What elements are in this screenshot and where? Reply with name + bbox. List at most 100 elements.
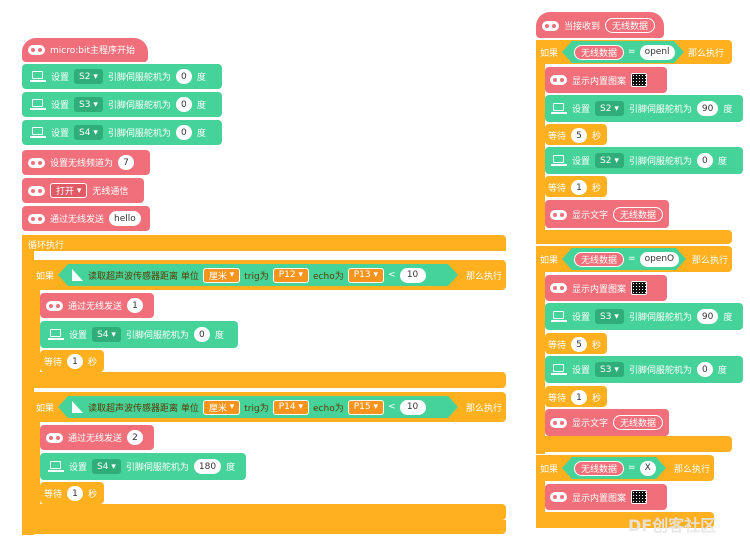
radio-data-variable[interactable]: 无线数据	[574, 461, 624, 476]
echo-dropdown[interactable]: P15 ▾	[348, 400, 384, 415]
wait-input[interactable]: 1	[67, 354, 84, 369]
servo-label: 引脚伺服舵机为	[107, 101, 171, 111]
angle-input[interactable]: 0	[175, 125, 192, 140]
equals-condition[interactable]: 无线数据 = openO	[562, 248, 686, 270]
angle-input[interactable]: 90	[696, 309, 719, 324]
compare-value-input[interactable]: openO	[640, 252, 680, 267]
receive-hat-label: 当接收到	[564, 22, 601, 32]
wait-label: 等待	[548, 394, 567, 404]
radio-send-input[interactable]: 2	[127, 430, 144, 445]
radio-group-input[interactable]: 7	[118, 155, 135, 170]
compare-value-input[interactable]: X	[640, 461, 656, 476]
pin-dropdown[interactable]: S2 ▾	[595, 101, 624, 116]
wait-input[interactable]: 5	[571, 128, 588, 143]
threshold-input[interactable]: 10	[400, 268, 426, 283]
wait-unit: 秒	[592, 341, 602, 351]
led-matrix-icon[interactable]	[631, 73, 648, 87]
set-label: 设置	[572, 313, 591, 323]
unit-label: 度	[717, 366, 727, 376]
unit-label: 度	[196, 129, 206, 139]
pin-dropdown[interactable]: S3 ▾	[595, 309, 624, 324]
equals-label: =	[628, 47, 636, 57]
angle-input[interactable]: 0	[696, 362, 713, 377]
servo-label: 引脚伺服舵机为	[125, 331, 189, 341]
set-label: 设置	[69, 463, 88, 473]
distance-condition[interactable]: 读取超声波传感器距离 单位 厘米 ▾ trig为 P12 ▾ echo为 P13…	[58, 264, 458, 286]
pin-dropdown[interactable]: S2 ▾	[595, 153, 624, 168]
angle-input[interactable]: 0	[175, 97, 192, 112]
pin-dropdown[interactable]: S4 ▾	[74, 125, 103, 140]
led-matrix-icon[interactable]	[631, 490, 648, 504]
angle-input[interactable]: 180	[193, 459, 222, 474]
servo-label: 引脚伺服舵机为	[628, 313, 692, 323]
start-hat-label: micro:bit主程序开始	[50, 46, 135, 56]
wait-unit: 秒	[592, 132, 602, 142]
led-matrix-icon[interactable]	[631, 281, 648, 295]
pin-dropdown[interactable]: S3 ▾	[74, 97, 103, 112]
radio-toggle-dropdown[interactable]: 打开 ▾	[50, 183, 88, 198]
threshold-input[interactable]: 10	[400, 400, 426, 415]
trig-dropdown[interactable]: P14 ▾	[273, 400, 309, 415]
wait-input[interactable]: 1	[67, 486, 84, 501]
servo-label: 引脚伺服舵机为	[107, 73, 171, 83]
servo-icon	[30, 98, 46, 111]
angle-input[interactable]: 0	[696, 153, 713, 168]
microbit-icon	[542, 20, 559, 31]
set-label: 设置	[572, 157, 591, 167]
pin-dropdown[interactable]: S4 ▾	[92, 459, 121, 474]
unit-label: 度	[723, 105, 733, 115]
angle-input[interactable]: 0	[175, 69, 192, 84]
echo-label: echo为	[313, 403, 344, 414]
if-arm	[30, 260, 40, 388]
unit-label: 度	[723, 313, 733, 323]
pin-dropdown[interactable]: S3 ▾	[595, 362, 624, 377]
radio-data-variable[interactable]: 无线数据	[605, 18, 656, 33]
angle-input[interactable]: 0	[193, 327, 210, 342]
radio-send-label: 通过无线发送	[68, 302, 123, 312]
if-label: 如果	[36, 272, 55, 282]
radio-data-variable[interactable]: 无线数据	[574, 252, 624, 267]
unit-label: 度	[196, 101, 206, 111]
microbit-icon	[550, 209, 567, 220]
sensor-label: 读取超声波传感器距离 单位	[88, 403, 199, 414]
radio-group-label: 设置无线频道为	[50, 159, 114, 169]
unit-dropdown[interactable]: 厘米 ▾	[203, 400, 240, 415]
show-icon-label: 显示内置图案	[572, 284, 627, 295]
radio-data-variable[interactable]: 无线数据	[613, 415, 664, 430]
forever-loop-block[interactable]	[22, 235, 506, 251]
equals-condition[interactable]: 无线数据 = X	[562, 457, 666, 479]
compare-value-input[interactable]: openl	[640, 45, 675, 60]
set-label: 设置	[572, 105, 591, 115]
watermark: DF创客社区	[628, 516, 717, 535]
distance-condition[interactable]: 读取超声波传感器距离 单位 厘米 ▾ trig为 P14 ▾ echo为 P15…	[58, 396, 458, 418]
then-label: 那么执行	[674, 465, 711, 475]
radio-data-variable[interactable]: 无线数据	[574, 45, 624, 60]
wait-label: 等待	[44, 490, 63, 500]
then-label: 那么执行	[466, 404, 503, 414]
echo-dropdown[interactable]: P13 ▾	[348, 268, 384, 283]
unit-label: 度	[196, 73, 206, 83]
servo-label: 引脚伺服舵机为	[628, 366, 692, 376]
wait-unit: 秒	[592, 184, 602, 194]
unit-dropdown[interactable]: 厘米 ▾	[203, 268, 240, 283]
unit-label: 度	[717, 157, 727, 167]
wait-input[interactable]: 5	[571, 337, 588, 352]
radio-data-variable[interactable]: 无线数据	[613, 207, 664, 222]
trig-label: trig为	[244, 403, 269, 414]
pin-dropdown[interactable]: S2 ▾	[74, 69, 103, 84]
radio-send-input[interactable]: 1	[127, 298, 144, 313]
if-foot	[30, 504, 506, 520]
wait-input[interactable]: 1	[571, 390, 588, 405]
servo-icon	[551, 363, 567, 376]
show-text-label: 显示文字	[572, 211, 609, 221]
pin-dropdown[interactable]: S4 ▾	[92, 327, 121, 342]
trig-dropdown[interactable]: P12 ▾	[273, 268, 309, 283]
equals-condition[interactable]: 无线数据 = openl	[562, 41, 684, 63]
wait-input[interactable]: 1	[571, 180, 588, 195]
trig-label: trig为	[244, 271, 269, 282]
servo-label: 引脚伺服舵机为	[628, 105, 692, 115]
radio-send-input[interactable]: hello	[109, 211, 141, 226]
servo-label: 引脚伺服舵机为	[107, 129, 171, 139]
angle-input[interactable]: 90	[696, 101, 719, 116]
unit-label: 度	[214, 331, 224, 341]
